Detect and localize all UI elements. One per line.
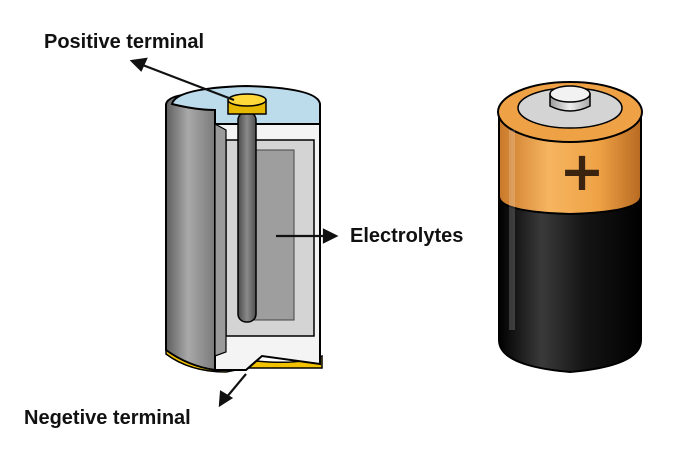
electrolytes-label: Electrolytes: [350, 225, 464, 247]
arrow-electrolytes-head: [322, 228, 339, 244]
pointer-arrows: [129, 57, 339, 408]
positive-terminal-label: Positive terminal: [44, 31, 205, 53]
cutaway-battery: [165, 84, 323, 373]
arrow-positive-head: [129, 57, 148, 72]
inner-wall: [214, 122, 227, 357]
arrow-negative: [225, 373, 247, 399]
arrow-negative-head: [218, 390, 234, 408]
positive-terminal-top: [227, 93, 267, 107]
battery-black-body: [498, 195, 642, 374]
battery-cap-top: [549, 85, 591, 103]
carbon-rod: [237, 111, 257, 323]
arrow-positive: [139, 62, 235, 102]
negative-terminal-label: Negetive terminal: [24, 407, 191, 429]
plus-symbol: +: [559, 140, 604, 203]
battery-orange-band: [498, 117, 642, 216]
outer-casing: [165, 92, 216, 372]
complete-battery: +: [497, 81, 643, 374]
